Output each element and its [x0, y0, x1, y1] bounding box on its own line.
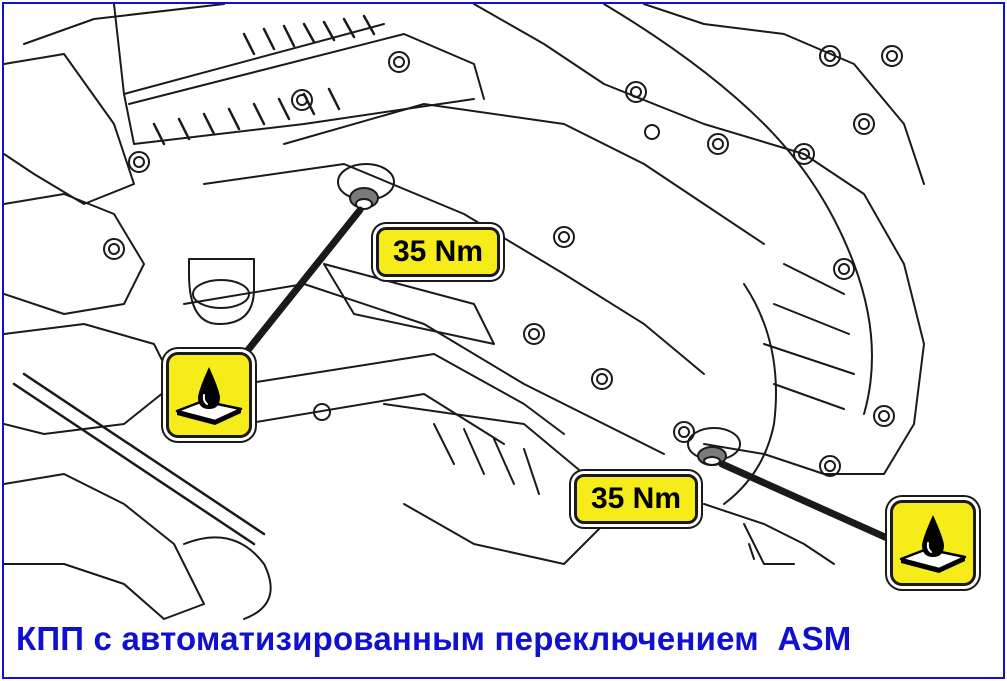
bolts [103, 45, 903, 477]
bell-housing-outer [473, 4, 925, 475]
oil-drop-icon [166, 352, 252, 438]
lower-left-clutch [183, 536, 272, 620]
drain-plug [687, 427, 741, 466]
fill-plug [337, 163, 395, 210]
left-mount [4, 193, 145, 315]
lower-beam [243, 353, 565, 445]
upper-housing-lower-edge [123, 93, 475, 145]
selector-lever [743, 523, 795, 565]
pipe-opening [192, 279, 250, 309]
left-panel [4, 53, 135, 205]
cooling-fins [152, 14, 376, 146]
bell-housing-arc [723, 283, 777, 505]
center-casing-lower [183, 283, 665, 455]
bell-housing-inner [603, 4, 873, 415]
leader-line-fill-plug [236, 206, 364, 364]
bell-housing-ribs [763, 263, 855, 410]
torque-label-drain-plug: 35 Nm [574, 474, 698, 524]
oil-drop-icon-2 [890, 500, 976, 586]
bottom-casing [383, 403, 605, 565]
right-flange [643, 4, 925, 185]
center-casing-mid [203, 163, 705, 375]
right-lower-casing [703, 443, 885, 565]
center-rib [323, 263, 495, 345]
torque-label-fill-plug: 35 Nm [376, 227, 500, 277]
center-casing-top [283, 103, 765, 245]
diagram-caption: КПП с автоматизированным переключением A… [16, 620, 852, 657]
leader-line-drain-plug [718, 460, 900, 546]
diagonal-rod [12, 372, 266, 546]
pipe-stub [188, 258, 255, 325]
lower-left-bracket [4, 473, 205, 620]
transmission-line-drawing [4, 4, 925, 620]
bottom-ribs [433, 423, 540, 495]
